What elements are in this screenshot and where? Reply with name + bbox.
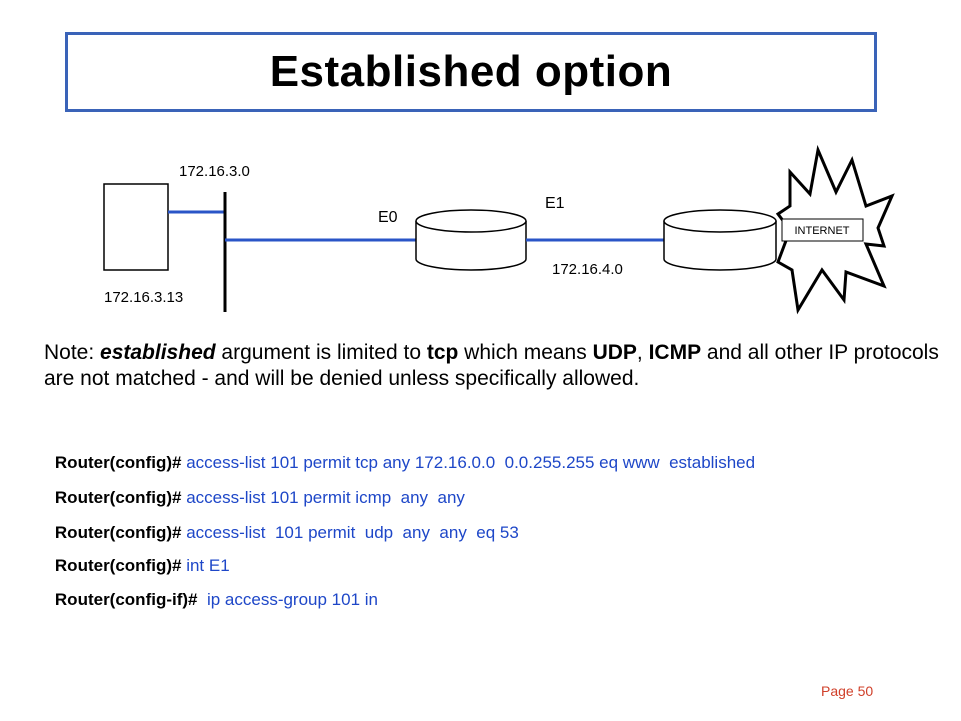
command-row: Router(config)# int E1 [36,536,230,596]
command-row: Router(config)# access-list 101 permit i… [36,468,465,528]
page-number: Page 50 [821,683,874,699]
command-row: Router(config)# access-list 101 permit t… [36,433,755,493]
cli-prompt: Router(config)# [54,556,187,575]
e0-label: E0 [378,209,398,226]
cli-command: access-list 101 permit icmp any any [186,488,465,507]
host-ip-label: 172.16.3.13 [104,289,183,306]
note-udp: UDP [592,341,637,364]
router-network-label: 172.16.4.0 [552,261,623,278]
note-text-3: which means [458,341,593,364]
cli-prompt: Router(config)# [54,488,187,507]
internet-label: INTERNET [795,225,850,237]
note-tcp: tcp [426,341,459,364]
page-title: Established option [269,47,673,96]
command-row: Router(config-if)# ip access-group 101 i… [36,570,378,630]
cli-command: access-list 101 permit udp any any eq 53 [186,523,519,542]
e1-label: E1 [545,195,565,212]
note-paragraph: Note: established argument is limited to… [44,340,944,392]
note-established: established [100,341,216,364]
cli-prompt: Router(config)# [54,453,187,472]
cli-prompt: Router(config)# [54,523,187,542]
router-1 [415,209,527,271]
cli-command: ip access-group 101 in [206,590,378,609]
network-diagram: INTERNET 172.16.3.0 172.16.3.13 E0 E1 17… [103,144,895,315]
cli-command: int E1 [186,556,230,575]
cli-command: access-list 101 permit tcp any 172.16.0.… [186,453,756,472]
note-text-4: , [636,341,649,364]
title-box: Established option [65,32,877,112]
router-2 [663,209,777,271]
note-prefix: Note: [44,341,101,364]
host-computer [103,183,169,271]
note-text-5: and all other IP protocols are not match… [44,341,939,390]
note-text-2: argument is limited to [215,341,427,364]
internet-label-box [781,218,864,242]
note-icmp: ICMP [648,341,702,364]
host-network-label: 172.16.3.0 [179,163,250,180]
cli-prompt: Router(config-if)# [54,590,207,609]
command-row: Router(config)# access-list 101 permit u… [36,503,519,563]
